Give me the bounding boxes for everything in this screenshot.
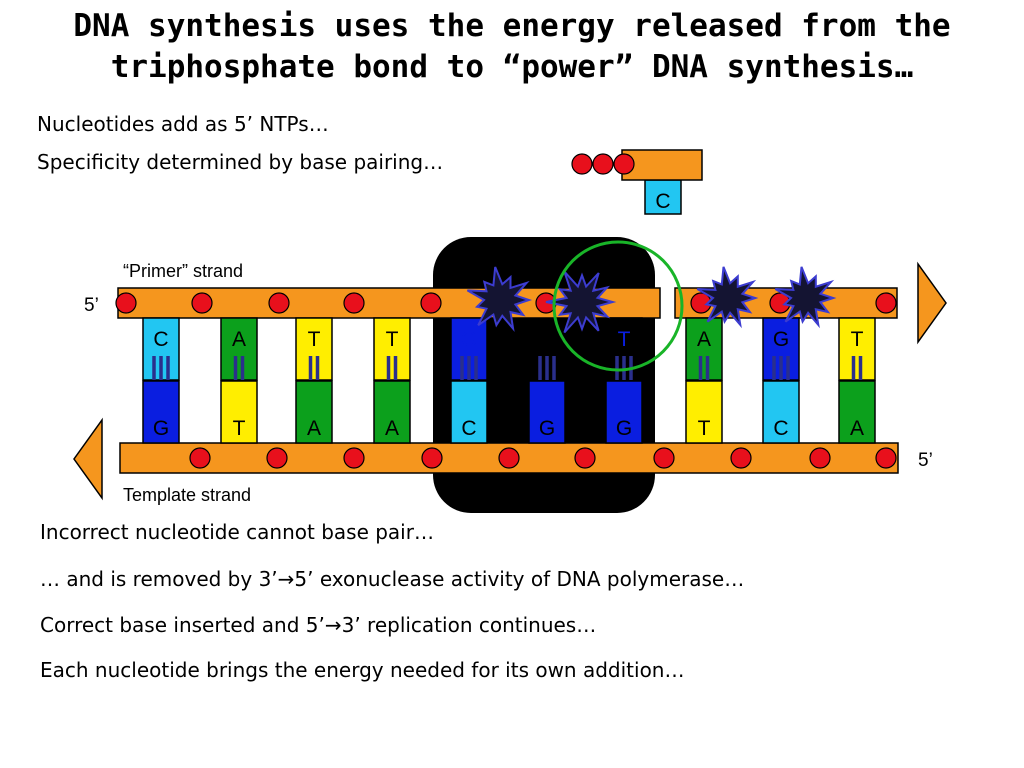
template-base-letter: G — [616, 417, 632, 440]
primer-base-letter: C — [153, 328, 168, 351]
template-base-letter: C — [461, 417, 476, 440]
primer-phosphate — [875, 292, 897, 314]
template-base-box — [528, 380, 566, 444]
primer-phosphate — [420, 292, 442, 314]
template-base-box — [220, 380, 258, 444]
energy-bursts — [466, 266, 837, 334]
incoming-phosphate-3 — [613, 153, 635, 175]
base-pairs: G C T A A T A T C G G G T T A C G A T — [142, 317, 876, 444]
primer-base-letter: T — [308, 328, 321, 351]
template-base-box — [373, 380, 411, 444]
template-base-box — [762, 380, 800, 444]
note-incorrect: Incorrect nucleotide cannot base pair… — [40, 520, 434, 544]
template-base-letter: T — [233, 417, 246, 440]
template-base-box — [685, 380, 723, 444]
template-base-box — [838, 380, 876, 444]
highlight-circle — [552, 240, 684, 372]
template-base-box — [295, 380, 333, 444]
primer-base-letter: A — [232, 328, 246, 351]
template-phosphate — [809, 447, 831, 469]
note-energy: Each nucleotide brings the energy needed… — [40, 658, 685, 682]
template-phosphate — [875, 447, 897, 469]
template-base-letter: A — [850, 417, 864, 440]
primer-base-letter: T — [851, 328, 864, 351]
title-line-2: triphosphate bond to “power” DNA synthes… — [110, 49, 914, 85]
note-exonuclease: … and is removed by 3’→5’ exonuclease ac… — [40, 567, 745, 591]
primer-base-box — [838, 317, 876, 381]
template-phosphate — [189, 447, 211, 469]
template-strand-label: Template strand — [123, 485, 251, 505]
primer-strand-label: “Primer” strand — [123, 261, 243, 281]
template-base-letter: G — [539, 417, 555, 440]
slide-title: DNA synthesis uses the energy released f… — [0, 6, 1024, 88]
primer-base-letter: G — [461, 328, 477, 351]
primer-phosphate — [343, 292, 365, 314]
primer-base-box — [295, 317, 333, 381]
incoming-base-letter: C — [655, 190, 670, 213]
five-prime-top-label: 5’ — [84, 295, 99, 316]
primer-phosphate — [115, 292, 137, 314]
energy-burst-icon — [774, 266, 837, 329]
incoming-nucleotide: C — [571, 149, 703, 215]
primer-base-letter: T — [618, 328, 631, 351]
primer-arrowhead — [917, 261, 947, 345]
template-phosphate — [343, 447, 365, 469]
incoming-sugar — [621, 149, 703, 181]
template-base-letter: C — [773, 417, 788, 440]
primer-base-box — [373, 317, 411, 381]
template-phosphate — [498, 447, 520, 469]
primer-base-letter: T — [386, 328, 399, 351]
phosphates — [115, 292, 897, 469]
template-base-box — [450, 380, 488, 444]
primer-base-box — [220, 317, 258, 381]
template-base-letter: A — [307, 417, 321, 440]
primer-base-box — [685, 317, 723, 381]
primer-phosphate — [191, 292, 213, 314]
template-base-box — [142, 380, 180, 444]
energy-burst-icon — [696, 266, 759, 329]
note-nucleotides: Nucleotides add as 5’ NTPs… — [37, 112, 329, 136]
template-phosphate — [730, 447, 752, 469]
energy-burst-icon — [466, 266, 533, 332]
template-phosphate — [574, 447, 596, 469]
title-line-1: DNA synthesis uses the energy released f… — [73, 8, 951, 44]
five-prime-bottom-label: 5’ — [918, 450, 933, 471]
incoming-phosphate-1 — [571, 153, 593, 175]
template-base-letter: A — [385, 417, 399, 440]
primer-base-letter: G — [773, 328, 789, 351]
template-phosphate — [653, 447, 675, 469]
incoming-phosphate-2 — [592, 153, 614, 175]
note-continues: Correct base inserted and 5’→3’ replicat… — [40, 613, 597, 637]
template-arrowhead — [73, 417, 103, 501]
template-base-box — [605, 380, 643, 444]
primer-base-letter: A — [697, 328, 711, 351]
template-phosphate — [266, 447, 288, 469]
template-base-letter: T — [698, 417, 711, 440]
template-phosphate — [421, 447, 443, 469]
primer-phosphate — [268, 292, 290, 314]
energy-burst-icon — [545, 270, 617, 334]
template-base-letter: G — [153, 417, 169, 440]
note-specificity: Specificity determined by base pairing… — [37, 150, 444, 174]
